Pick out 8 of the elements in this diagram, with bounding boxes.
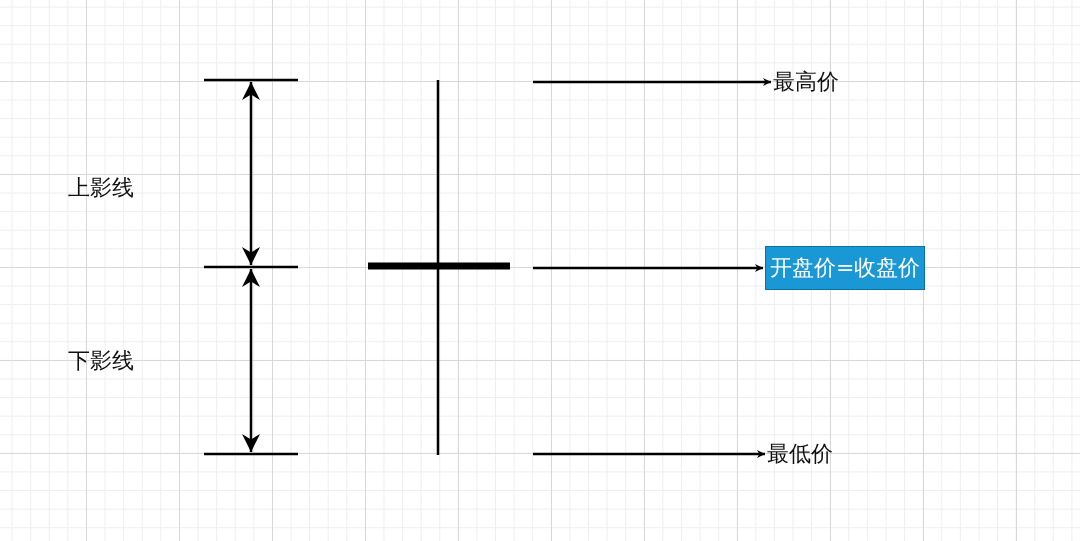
price-label: 最高价 (773, 69, 839, 96)
arrow (533, 264, 763, 272)
price-label: 最低价 (767, 441, 833, 468)
arrow (533, 450, 765, 458)
highlighted-label: 开盘价=收盘价 (765, 246, 926, 291)
arrow (533, 78, 771, 86)
shadow-label: 上影线 (68, 175, 134, 202)
shadow-label: 下影线 (68, 348, 134, 375)
